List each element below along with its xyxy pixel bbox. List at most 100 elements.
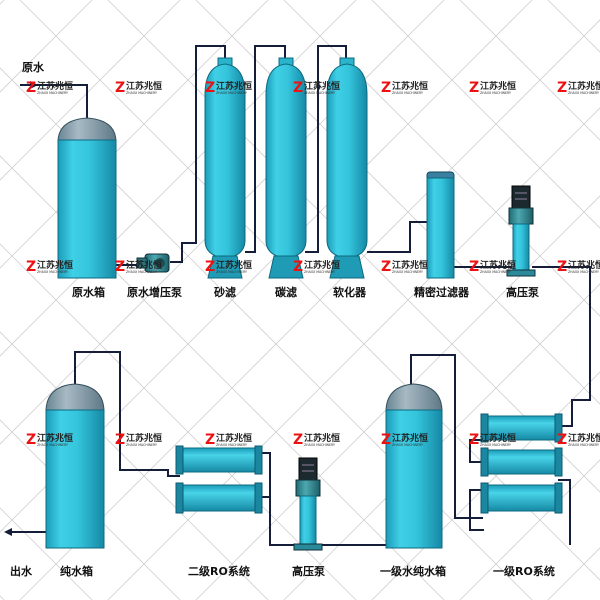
watermark-en: ZHAOX MACHINERY — [392, 270, 423, 274]
booster-pump — [136, 253, 170, 273]
grid-line — [195, 195, 600, 600]
watermark-en: ZHAOX MACHINERY — [126, 443, 157, 447]
watermark-cn: 江苏兆恒 — [126, 432, 162, 444]
raw-water-tank — [57, 117, 117, 279]
softener — [326, 57, 368, 279]
primary-pure-water-tank — [385, 383, 443, 549]
label-sand-filter: 砂滤 — [214, 285, 236, 299]
watermark-z-icon: Z — [205, 259, 215, 275]
watermark-en: ZHAOX MACHINERY — [392, 443, 423, 447]
watermark-z-icon: Z — [26, 259, 36, 275]
watermark-z-icon: Z — [557, 80, 567, 96]
label-outlet: 出水 — [10, 564, 33, 578]
watermark-cn: 江苏兆恒 — [37, 80, 73, 92]
watermark-en: ZHAOX MACHINERY — [568, 270, 599, 274]
watermark-z-icon: Z — [115, 259, 125, 275]
grid-line — [0, 331, 269, 600]
watermark-en: ZHAOX MACHINERY — [126, 270, 157, 274]
watermark-cn: 江苏兆恒 — [126, 80, 162, 92]
watermark-en: ZHAOX MACHINERY — [304, 443, 335, 447]
watermark-z-icon: Z — [557, 432, 567, 448]
watermark-z-icon: Z — [26, 432, 36, 448]
watermark-z-icon: Z — [205, 80, 215, 96]
watermark-en: ZHAOX MACHINERY — [480, 91, 511, 95]
watermark-en: ZHAOX MACHINERY — [392, 91, 423, 95]
watermark-z-icon: Z — [469, 432, 479, 448]
watermark-z-icon: Z — [469, 259, 479, 275]
label-booster-pump: 原水增压泵 — [127, 285, 182, 299]
watermark-z-icon: Z — [115, 432, 125, 448]
watermark-cn: 江苏兆恒 — [392, 432, 428, 444]
watermark-en: ZHAOX MACHINERY — [37, 443, 68, 447]
watermark-z-icon: Z — [469, 80, 479, 96]
grid-line — [0, 0, 181, 181]
ro2-system — [175, 445, 263, 514]
watermark-z-icon: Z — [293, 432, 303, 448]
watermark-cn: 江苏兆恒 — [216, 259, 252, 271]
grid-line — [0, 0, 269, 269]
label-pure-tank: 纯水箱 — [60, 564, 93, 578]
sand-filter — [204, 57, 246, 279]
label-hp-pump-bottom: 高压泵 — [292, 564, 325, 578]
watermark-cn: 江苏兆恒 — [568, 432, 600, 444]
watermark-cn: 江苏兆恒 — [304, 259, 340, 271]
grid-line — [371, 0, 600, 229]
watermark-z-icon: Z — [381, 80, 391, 96]
watermark-z-icon: Z — [205, 432, 215, 448]
watermark-z-icon: Z — [115, 80, 125, 96]
watermark-z-icon: Z — [381, 259, 391, 275]
label-carbon-filter: 碳滤 — [275, 285, 297, 299]
watermark-cn: 江苏兆恒 — [304, 432, 340, 444]
watermark-cn: 江苏兆恒 — [392, 259, 428, 271]
watermark-en: ZHAOX MACHINERY — [304, 270, 335, 274]
inlet-arrow-icon — [30, 81, 38, 89]
watermark-cn: 江苏兆恒 — [304, 80, 340, 92]
high-pressure-pump-top — [506, 185, 536, 277]
watermark-cn: 江苏兆恒 — [480, 432, 516, 444]
grid-line — [19, 19, 600, 600]
pipes — [8, 45, 591, 546]
grid-line — [283, 283, 600, 600]
pure-water-tank — [45, 383, 105, 549]
watermark-z-icon: Z — [26, 80, 36, 96]
watermark-cn: 江苏兆恒 — [392, 80, 428, 92]
outlet-arrow-icon — [4, 528, 12, 536]
watermark-en: ZHAOX MACHINERY — [37, 91, 68, 95]
watermark-en: ZHAOX MACHINERY — [37, 270, 68, 274]
watermark-cn: 江苏兆恒 — [480, 80, 516, 92]
label-ro2: 二级RO系统 — [188, 564, 250, 578]
watermark-z-icon: Z — [293, 80, 303, 96]
watermark-en: ZHAOX MACHINERY — [304, 91, 335, 95]
ro1-system — [480, 413, 563, 514]
watermark-cn: 江苏兆恒 — [216, 80, 252, 92]
watermark-cn: 江苏兆恒 — [568, 259, 600, 271]
label-softener: 软化器 — [333, 285, 367, 299]
watermark-cn: 江苏兆恒 — [126, 259, 162, 271]
watermark-en: ZHAOX MACHINERY — [568, 443, 599, 447]
component-labels: 原水 原水箱 原水增压泵 砂滤 碳滤 软化器 精密过滤器 高压泵 出水 纯水箱 … — [10, 60, 555, 578]
watermark-en: ZHAOX MACHINERY — [216, 443, 247, 447]
grid-line — [459, 0, 600, 141]
label-primary-tank: 一级水纯水箱 — [380, 564, 446, 578]
